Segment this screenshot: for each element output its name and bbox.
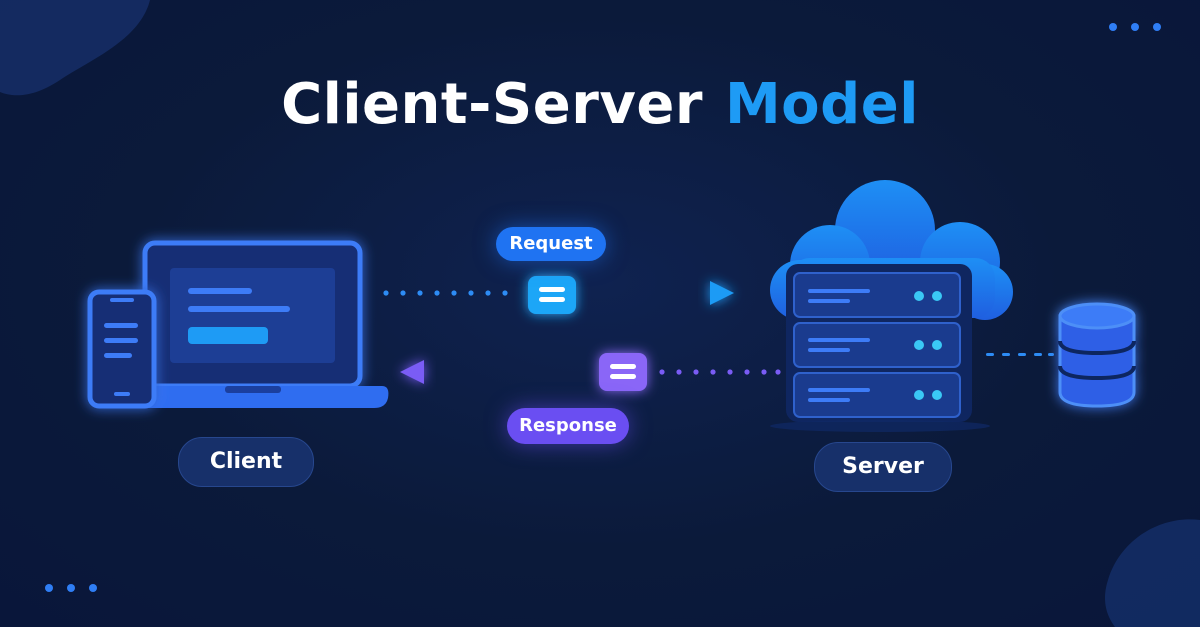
page-title: Client-Server Model: [0, 72, 1200, 137]
response-arrow: [400, 360, 781, 384]
dots-top-right: [1109, 23, 1161, 31]
dots-bottom-left: [45, 584, 97, 592]
title-part-model: Model: [724, 72, 919, 137]
phone-icon: [87, 289, 157, 409]
laptop-icon: [105, 240, 389, 408]
title-part-client-server: Client-Server: [281, 72, 703, 137]
request-label: Request: [496, 227, 606, 261]
database-icon: [1058, 302, 1136, 408]
server-unit-1: [793, 272, 961, 318]
server-unit-2: [793, 322, 961, 368]
corner-blob-top-left: [0, 0, 150, 96]
request-arrow: [383, 281, 734, 305]
request-message-icon: [528, 276, 576, 314]
response-label: Response: [507, 408, 629, 444]
response-message-icon: [599, 353, 647, 391]
corner-blob-bottom-right: [1105, 519, 1200, 627]
database-link: [986, 353, 1054, 356]
server-rack-icon: [770, 264, 990, 432]
server-label: Server: [814, 442, 952, 492]
server-unit-3: [793, 372, 961, 418]
client-label: Client: [178, 437, 314, 487]
